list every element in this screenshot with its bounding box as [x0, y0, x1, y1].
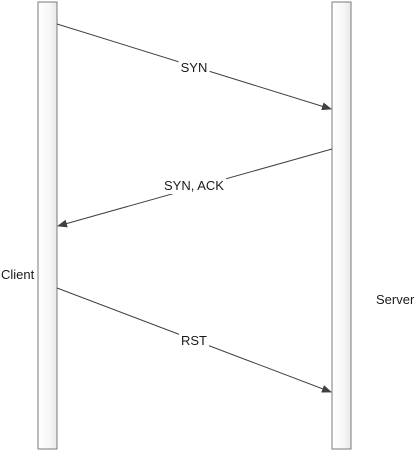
syn-ack-label: SYN, ACK	[162, 178, 226, 194]
syn-label: SYN	[178, 60, 210, 76]
rst-label: RST	[179, 333, 209, 349]
server-label: Server	[376, 292, 415, 307]
server-lifeline	[331, 1, 352, 450]
client-lifeline	[37, 1, 58, 450]
client-label: Client	[1, 267, 35, 282]
